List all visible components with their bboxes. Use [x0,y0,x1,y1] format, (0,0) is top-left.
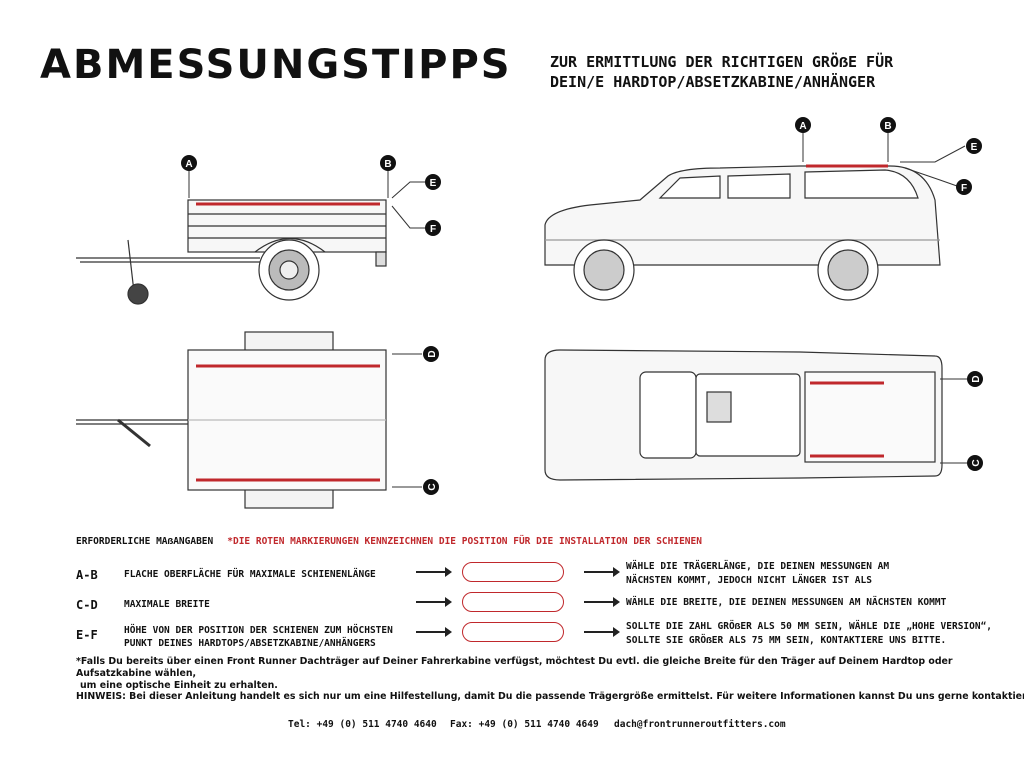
row-description-line: HÖHE VON DER POSITION DER SCHIENEN ZUM H… [124,625,393,636]
row-result-line: WÄHLE DIE TRÄGERLÄNGE, DIE DEINEN MESSUN… [626,561,890,572]
marker-f-trailer: F [425,220,441,236]
arrow-right-icon [584,597,620,607]
svg-text:A: A [185,159,192,170]
truck-side-view [544,165,941,301]
arrow-right-icon [416,627,452,637]
footnote-line-1: *Falls Du bereits über einen Front Runne… [76,656,953,679]
trailer-side-view [76,199,387,305]
arrow-right-icon [584,627,620,637]
contact-email-link[interactable]: dach@frontrunneroutfitters.com [614,719,786,730]
row-code: E-F [76,628,98,642]
svg-text:B: B [384,159,391,170]
trailer-top-view [76,331,387,509]
measurement-input-box[interactable] [462,622,564,642]
svg-text:B: B [884,121,891,132]
row-result: SOLLTE DIE ZAHL GRÖẞER ALS 50 MM SEIN, W… [626,620,992,648]
svg-text:C: C [971,459,982,466]
contact-phone: Tel: +49 (0) 511 4740 4640 [288,719,437,730]
marker-b-truck: B [880,117,896,133]
marker-e-truck: E [966,138,982,154]
subtitle-line-1: ZUR ERMITTLUNG DER RICHTIGEN GRÖẞE FÜR [550,53,894,71]
svg-text:D: D [971,375,982,382]
arrow-right-icon [416,567,452,577]
marker-c-truck: C [967,455,983,471]
svg-text:E: E [971,142,978,153]
legend: ERFORDERLICHE MAẞANGABEN *DIE ROTEN MARKI… [76,536,702,547]
legend-note: *DIE ROTEN MARKIERUNGEN KENNZEICHNEN DIE… [227,536,702,547]
row-description-line: MAXIMALE BREITE [124,599,210,610]
arrow-right-icon [584,567,620,577]
marker-c-trailer: C [423,479,439,495]
measurement-diagrams: A B E F D C A B E F D C [76,117,983,509]
row-description: HÖHE VON DER POSITION DER SCHIENEN ZUM H… [124,624,393,650]
row-result: WÄHLE DIE TRÄGERLÄNGE, DIE DEINEN MESSUN… [626,560,889,588]
row-description: FLACHE OBERFLÄCHE FÜR MAXIMALE SCHIENENL… [124,568,376,581]
row-description-line: FLACHE OBERFLÄCHE FÜR MAXIMALE SCHIENENL… [124,569,376,580]
svg-text:F: F [430,224,436,235]
page-title: ABMESSUNGSTIPPS [40,42,512,88]
row-code: C-D [76,598,98,612]
row-result: WÄHLE DIE BREITE, DIE DEINEN MESSUNGEN A… [626,596,946,610]
truck-top-view [544,349,943,481]
measurement-row-ab: A-B FLACHE OBERFLÄCHE FÜR MAXIMALE SCHIE… [76,560,976,592]
measurement-input-box[interactable] [462,562,564,582]
marker-b-trailer: B [380,155,396,171]
svg-text:C: C [427,483,438,490]
row-result-line: SOLLTE DIE ZAHL GRÖẞER ALS 50 MM SEIN, W… [626,621,993,632]
measurement-row-cd: C-D MAXIMALE BREITE WÄHLE DIE BREITE, DI… [76,592,976,622]
footnote: *Falls Du bereits über einen Front Runne… [76,656,996,692]
footnote-line-2: um eine optische Einheit zu erhalten. [80,680,278,691]
svg-text:F: F [961,183,967,194]
marker-a-truck: A [795,117,811,133]
marker-a-trailer: A [181,155,197,171]
measurement-row-ef: E-F HÖHE VON DER POSITION DER SCHIENEN Z… [76,621,992,652]
row-result-line: SOLLTE SIE GRÖẞER ALS 75 MM SEIN, KONTAK… [626,635,947,646]
row-result-line: WÄHLE DIE BREITE, DIE DEINEN MESSUNGEN A… [626,597,947,608]
svg-text:A: A [799,121,806,132]
marker-e-trailer: E [425,174,441,190]
measurement-input-box[interactable] [462,592,564,612]
row-description-line: PUNKT DEINES HARDTOPS/ABSETZKABINE/ANHÄN… [124,638,376,649]
svg-text:D: D [427,350,438,357]
marker-f-truck: F [956,179,972,195]
page-subtitle: ZUR ERMITTLUNG DER RICHTIGEN GRÖẞE FÜR D… [550,52,893,92]
legend-heading: ERFORDERLICHE MAẞANGABEN [76,536,214,547]
svg-text:E: E [430,178,437,189]
row-result-line: NÄCHSTEN KOMMT, JEDOCH NICHT LÄNGER IST … [626,575,872,586]
marker-d-trailer: D [423,346,439,362]
hinweis-note: HINWEIS: Bei dieser Anleitung handelt es… [76,691,1024,702]
row-description: MAXIMALE BREITE [124,598,210,611]
arrow-right-icon [416,597,452,607]
marker-d-truck: D [967,371,983,387]
contact-fax: Fax: +49 (0) 511 4740 4649 [450,719,599,730]
row-code: A-B [76,568,98,582]
subtitle-line-2: DEIN/E HARDTOP/ABSETZKABINE/ANHÄNGER [550,73,876,91]
